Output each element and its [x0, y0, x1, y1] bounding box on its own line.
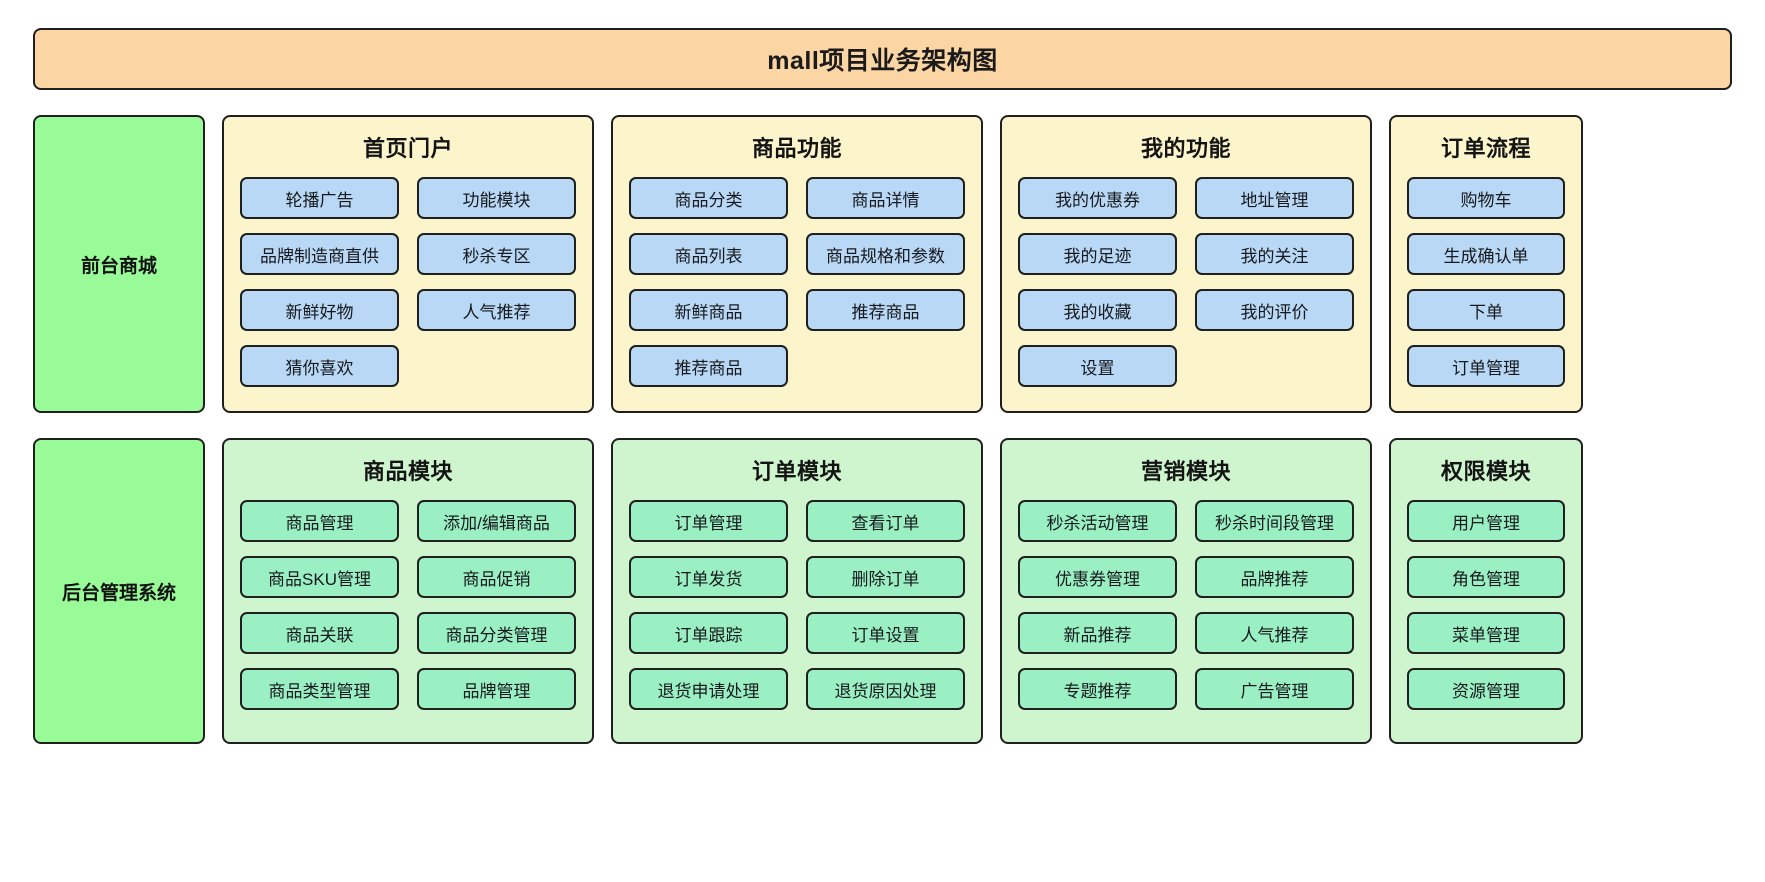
item-product-type-manage[interactable]: 商品类型管理	[240, 668, 399, 710]
item-return-reason[interactable]: 退货原因处理	[806, 668, 965, 710]
group-home-portal: 首页门户 轮播广告 功能模块 品牌制造商直供 秒杀专区 新鲜好物 人气推荐 猜你…	[222, 115, 594, 413]
item-menu-manage[interactable]: 菜单管理	[1407, 612, 1565, 654]
group-items-product-module: 商品管理 添加/编辑商品 商品SKU管理 商品促销 商品关联 商品分类管理 商品…	[240, 500, 576, 710]
item-my-favorites[interactable]: 我的收藏	[1018, 289, 1177, 331]
group-title-home-portal: 首页门户	[362, 136, 453, 161]
item-order-tracking[interactable]: 订单跟踪	[629, 612, 788, 654]
item-resource-manage[interactable]: 资源管理	[1407, 668, 1565, 710]
item-product-manage[interactable]: 商品管理	[240, 500, 399, 542]
item-order-manage[interactable]: 订单管理	[629, 500, 788, 542]
group-marketing-module: 营销模块 秒杀活动管理 秒杀时间段管理 优惠券管理 品牌推荐 新品推荐 人气推荐…	[1000, 438, 1372, 744]
group-order-module: 订单模块 订单管理 查看订单 订单发货 删除订单 订单跟踪 订单设置 退货申请处…	[611, 438, 983, 744]
item-ad-manage[interactable]: 广告管理	[1195, 668, 1354, 710]
item-product-promotion[interactable]: 商品促销	[417, 556, 576, 598]
item-popular-recommend-admin[interactable]: 人气推荐	[1195, 612, 1354, 654]
group-order-flow: 订单流程 购物车 生成确认单 下单 订单管理	[1389, 115, 1583, 413]
item-fresh-product[interactable]: 新鲜商品	[629, 289, 788, 331]
item-popular-recommend[interactable]: 人气推荐	[417, 289, 576, 331]
item-my-footprints[interactable]: 我的足迹	[1018, 233, 1177, 275]
group-items-auth-module: 用户管理 角色管理 菜单管理 资源管理	[1407, 500, 1565, 710]
item-delete-order[interactable]: 删除订单	[806, 556, 965, 598]
group-items-product-features: 商品分类 商品详情 商品列表 商品规格和参数 新鲜商品 推荐商品 推荐商品	[629, 177, 965, 387]
group-items-order-flow: 购物车 生成确认单 下单 订单管理	[1407, 177, 1565, 387]
item-user-manage[interactable]: 用户管理	[1407, 500, 1565, 542]
item-new-product-recommend[interactable]: 新品推荐	[1018, 612, 1177, 654]
group-title-my-features: 我的功能	[1140, 136, 1231, 161]
item-brand-direct[interactable]: 品牌制造商直供	[240, 233, 399, 275]
item-my-follows[interactable]: 我的关注	[1195, 233, 1354, 275]
item-topic-recommend[interactable]: 专题推荐	[1018, 668, 1177, 710]
tier-label-frontend: 前台商城	[33, 115, 205, 413]
item-return-application[interactable]: 退货申请处理	[629, 668, 788, 710]
item-flash-sale-period[interactable]: 秒杀时间段管理	[1195, 500, 1354, 542]
item-order-management[interactable]: 订单管理	[1407, 345, 1565, 387]
item-brand-recommend[interactable]: 品牌推荐	[1195, 556, 1354, 598]
item-flash-sale-activity[interactable]: 秒杀活动管理	[1018, 500, 1177, 542]
item-order-settings[interactable]: 订单设置	[806, 612, 965, 654]
item-recommended-product[interactable]: 推荐商品	[806, 289, 965, 331]
group-title-product-module: 商品模块	[362, 459, 453, 484]
group-my-features: 我的功能 我的优惠券 地址管理 我的足迹 我的关注 我的收藏 我的评价 设置	[1000, 115, 1372, 413]
group-items-home-portal: 轮播广告 功能模块 品牌制造商直供 秒杀专区 新鲜好物 人气推荐 猜你喜欢	[240, 177, 576, 387]
item-fresh-goods[interactable]: 新鲜好物	[240, 289, 399, 331]
item-shopping-cart[interactable]: 购物车	[1407, 177, 1565, 219]
item-my-coupons[interactable]: 我的优惠券	[1018, 177, 1177, 219]
item-add-edit-product[interactable]: 添加/编辑商品	[417, 500, 576, 542]
item-product-category[interactable]: 商品分类	[629, 177, 788, 219]
item-product-sku-manage[interactable]: 商品SKU管理	[240, 556, 399, 598]
item-order-shipment[interactable]: 订单发货	[629, 556, 788, 598]
item-carousel-ad[interactable]: 轮播广告	[240, 177, 399, 219]
item-role-manage[interactable]: 角色管理	[1407, 556, 1565, 598]
group-title-marketing-module: 营销模块	[1140, 459, 1231, 484]
item-guess-you-like[interactable]: 猜你喜欢	[240, 345, 399, 387]
diagram-title: mall项目业务架构图	[33, 28, 1732, 90]
group-title-order-flow: 订单流程	[1440, 136, 1531, 161]
group-auth-module: 权限模块 用户管理 角色管理 菜单管理 资源管理	[1389, 438, 1583, 744]
group-title-product-features: 商品功能	[751, 136, 842, 161]
item-function-module[interactable]: 功能模块	[417, 177, 576, 219]
item-view-order[interactable]: 查看订单	[806, 500, 965, 542]
item-product-detail[interactable]: 商品详情	[806, 177, 965, 219]
item-brand-manage[interactable]: 品牌管理	[417, 668, 576, 710]
item-generate-confirmation[interactable]: 生成确认单	[1407, 233, 1565, 275]
item-recommended-product-2[interactable]: 推荐商品	[629, 345, 788, 387]
group-items-my-features: 我的优惠券 地址管理 我的足迹 我的关注 我的收藏 我的评价 设置	[1018, 177, 1354, 387]
group-product-features: 商品功能 商品分类 商品详情 商品列表 商品规格和参数 新鲜商品 推荐商品 推荐…	[611, 115, 983, 413]
group-items-order-module: 订单管理 查看订单 订单发货 删除订单 订单跟踪 订单设置 退货申请处理 退货原…	[629, 500, 965, 710]
group-title-order-module: 订单模块	[751, 459, 842, 484]
tier-row-frontend: 前台商城 首页门户 轮播广告 功能模块 品牌制造商直供 秒杀专区 新鲜好物 人气…	[33, 115, 1732, 413]
item-product-relation[interactable]: 商品关联	[240, 612, 399, 654]
item-my-reviews[interactable]: 我的评价	[1195, 289, 1354, 331]
group-product-module: 商品模块 商品管理 添加/编辑商品 商品SKU管理 商品促销 商品关联 商品分类…	[222, 438, 594, 744]
item-product-list[interactable]: 商品列表	[629, 233, 788, 275]
group-items-marketing-module: 秒杀活动管理 秒杀时间段管理 优惠券管理 品牌推荐 新品推荐 人气推荐 专题推荐…	[1018, 500, 1354, 710]
item-address-management[interactable]: 地址管理	[1195, 177, 1354, 219]
item-flash-sale-zone[interactable]: 秒杀专区	[417, 233, 576, 275]
item-place-order[interactable]: 下单	[1407, 289, 1565, 331]
tier-row-backend: 后台管理系统 商品模块 商品管理 添加/编辑商品 商品SKU管理 商品促销 商品…	[33, 438, 1732, 744]
group-title-auth-module: 权限模块	[1440, 459, 1531, 484]
item-product-spec-params[interactable]: 商品规格和参数	[806, 233, 965, 275]
item-coupon-manage[interactable]: 优惠券管理	[1018, 556, 1177, 598]
item-settings[interactable]: 设置	[1018, 345, 1177, 387]
tier-label-backend: 后台管理系统	[33, 438, 205, 744]
item-product-category-manage[interactable]: 商品分类管理	[417, 612, 576, 654]
